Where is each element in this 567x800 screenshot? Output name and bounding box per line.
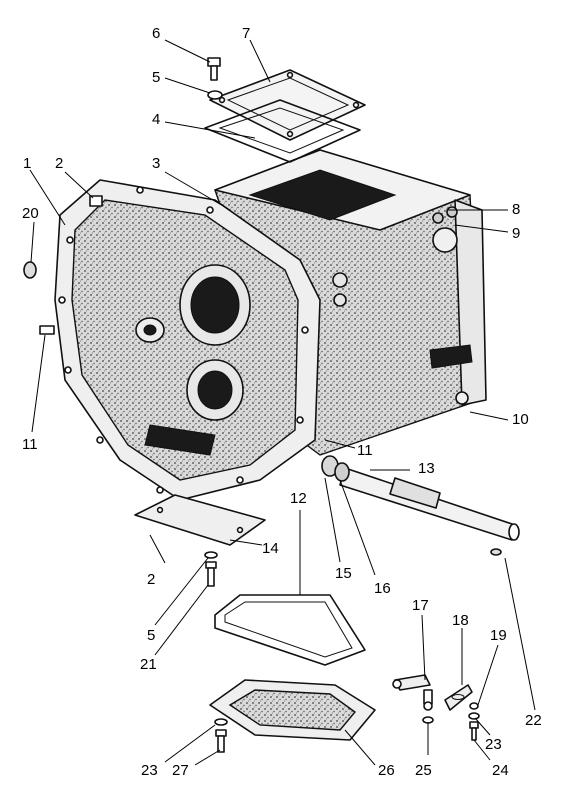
oil-pan bbox=[209, 679, 376, 741]
top-cover bbox=[209, 69, 366, 141]
callout-27: 27 bbox=[172, 762, 189, 779]
callout-23: 23 bbox=[485, 736, 502, 753]
top-cover-gasket bbox=[204, 99, 361, 163]
callout-21: 21 bbox=[140, 656, 157, 673]
oil-pan-gasket bbox=[214, 594, 366, 666]
callout-25: 25 bbox=[415, 762, 432, 779]
leader-lines bbox=[29, 39, 536, 766]
callout-1: 1 bbox=[23, 155, 31, 172]
callout-13: 13 bbox=[418, 460, 435, 477]
callout-26: 26 bbox=[378, 762, 395, 779]
lock-plate bbox=[444, 684, 473, 711]
lock-bolt bbox=[468, 702, 480, 741]
callout-5: 5 bbox=[152, 69, 160, 86]
cover-washer bbox=[207, 90, 223, 100]
callout-2: 2 bbox=[147, 571, 155, 588]
callout-9: 9 bbox=[512, 225, 520, 242]
shaft-assembly bbox=[321, 455, 520, 556]
callout-22: 22 bbox=[525, 712, 542, 729]
callout-15: 15 bbox=[335, 565, 352, 582]
callout-3: 3 bbox=[152, 155, 160, 172]
pan-bolt bbox=[214, 718, 228, 753]
callout-4: 4 bbox=[152, 111, 160, 128]
transmission-housing bbox=[23, 149, 487, 501]
cover-bolt bbox=[207, 57, 221, 81]
callout-11: 11 bbox=[22, 436, 38, 453]
callout-labels: 6 7 5 4 1 2 3 20 8 9 11 10 11 13 12 14 2… bbox=[22, 25, 542, 779]
callout-2: 2 bbox=[55, 155, 63, 172]
callout-24: 24 bbox=[492, 762, 509, 779]
callout-14: 14 bbox=[262, 540, 279, 557]
callout-17: 17 bbox=[412, 597, 429, 614]
callout-18: 18 bbox=[452, 612, 469, 629]
callout-5: 5 bbox=[147, 627, 155, 644]
selector-lever bbox=[392, 674, 434, 724]
callout-12: 12 bbox=[290, 490, 307, 507]
callout-6: 6 bbox=[152, 25, 160, 42]
callout-19: 19 bbox=[490, 627, 507, 644]
callout-11: 11 bbox=[357, 442, 373, 459]
callout-20: 20 bbox=[22, 205, 39, 222]
callout-7: 7 bbox=[242, 25, 250, 42]
callout-10: 10 bbox=[512, 411, 529, 428]
callout-8: 8 bbox=[512, 201, 520, 218]
callout-16: 16 bbox=[374, 580, 391, 597]
bottom-front-plate bbox=[134, 494, 266, 587]
callout-23: 23 bbox=[141, 762, 158, 779]
